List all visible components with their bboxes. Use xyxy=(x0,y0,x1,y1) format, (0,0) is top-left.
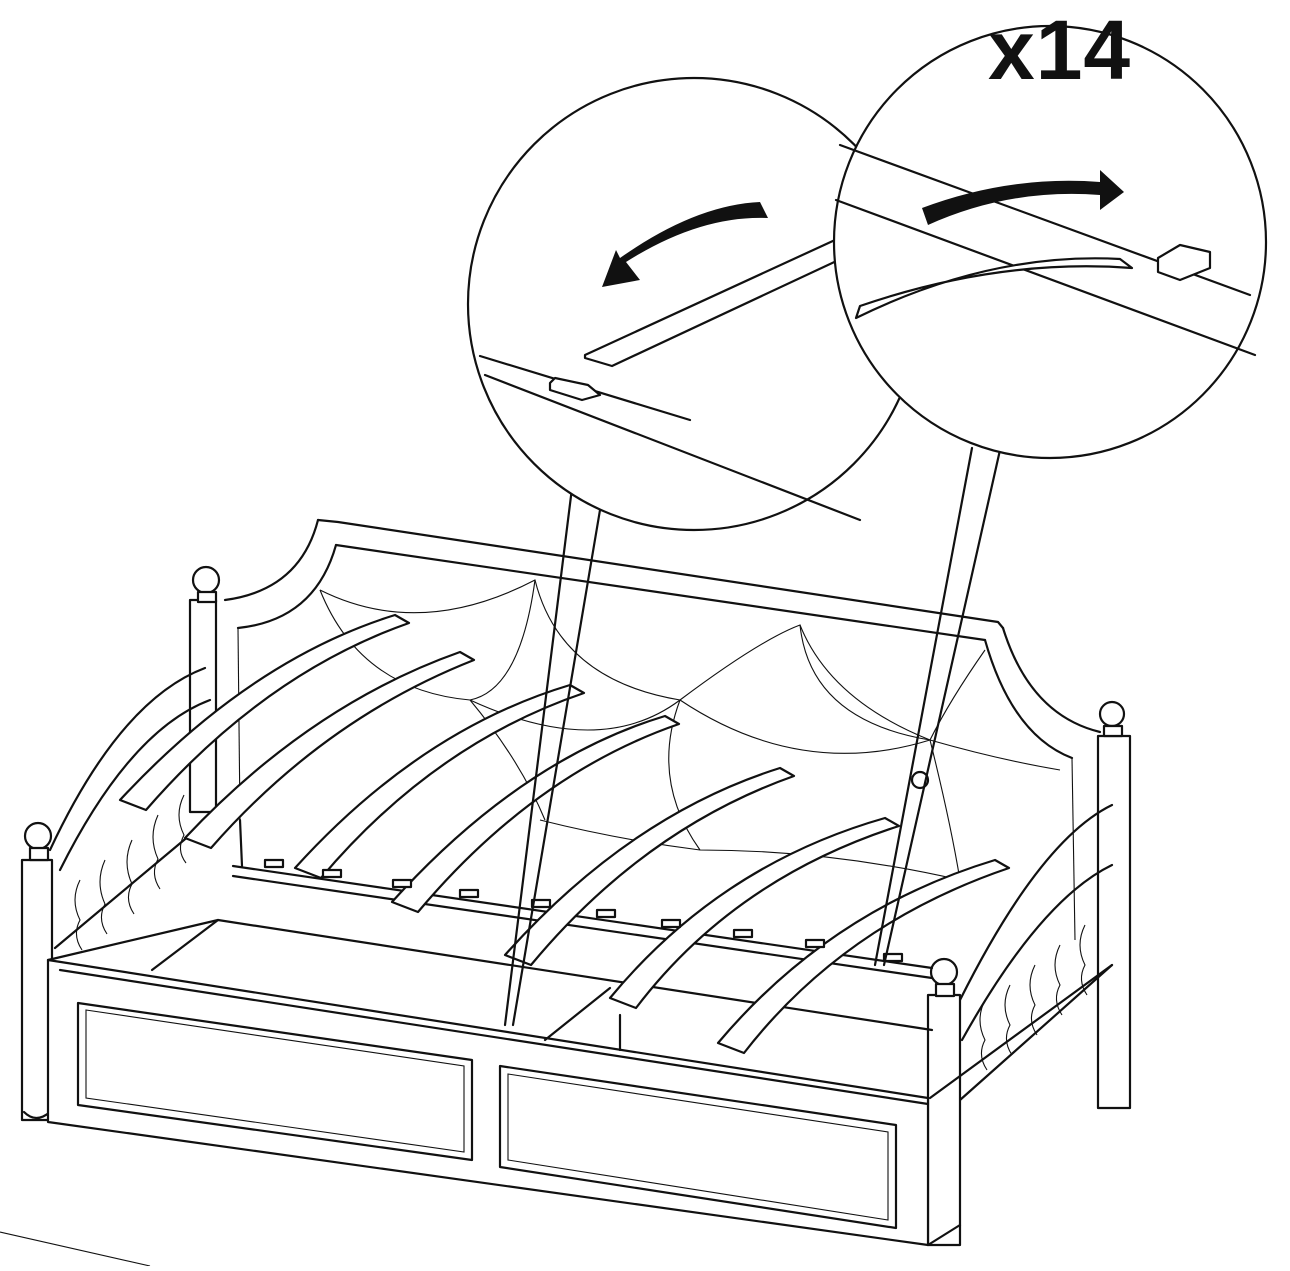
slat-5 xyxy=(503,766,796,967)
rotate-left-arrow-icon xyxy=(602,202,768,287)
detail-right xyxy=(832,24,1268,460)
slat-3 xyxy=(293,683,586,880)
slat-cleat xyxy=(595,908,617,919)
backrest xyxy=(223,518,1102,941)
slat-1 xyxy=(118,613,411,812)
quantity-label: x14 xyxy=(988,3,1132,97)
right-arm xyxy=(926,700,1132,1247)
slat-6 xyxy=(608,816,901,1010)
leader-lines xyxy=(503,446,1002,1027)
slat-7 xyxy=(716,858,1011,1055)
slat-cleat xyxy=(732,928,754,939)
slat-cleat xyxy=(458,888,480,899)
slat-2 xyxy=(183,650,476,850)
slat-cleat xyxy=(321,868,343,879)
slat-group xyxy=(118,613,1011,1055)
slat-cleat xyxy=(263,858,285,869)
slat-cleat xyxy=(882,952,904,963)
floor-line xyxy=(0,1231,151,1267)
slat-cleat xyxy=(530,898,552,909)
drawer-base xyxy=(46,918,1114,1247)
slat-cleat xyxy=(660,918,682,929)
slat-cleat xyxy=(804,938,826,949)
slat-4 xyxy=(390,714,681,914)
rotate-right-arrow-icon xyxy=(922,170,1124,225)
slat-cleat xyxy=(391,878,413,889)
left-arm xyxy=(20,565,221,1122)
detail-left xyxy=(466,76,922,532)
